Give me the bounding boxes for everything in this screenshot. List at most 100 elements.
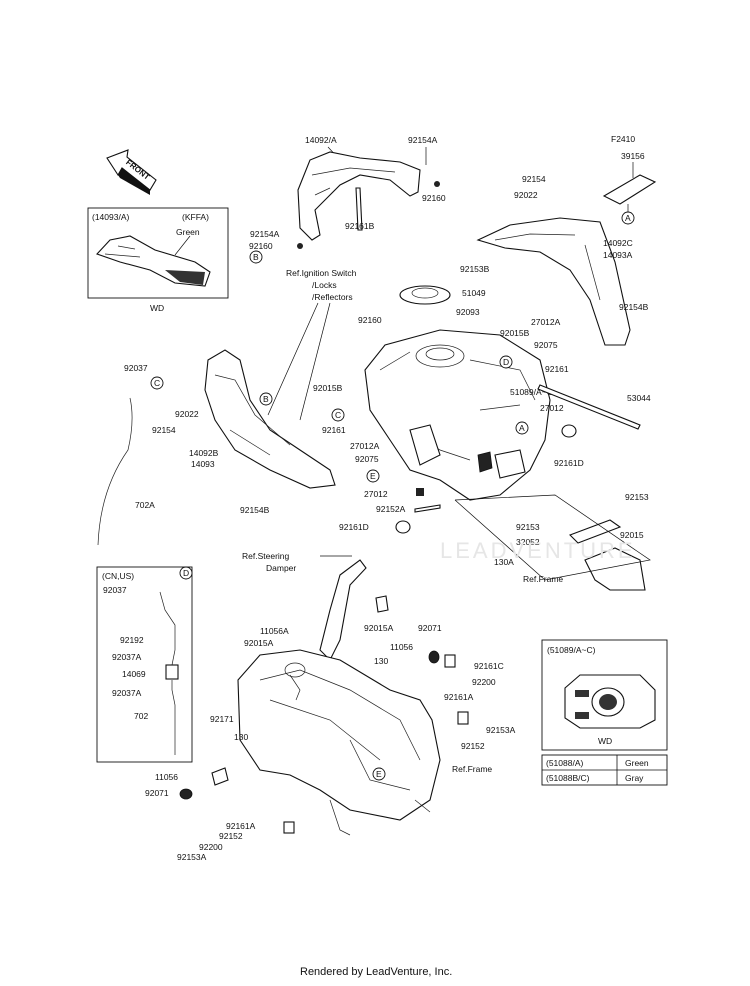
cover-14092b: [204, 349, 336, 489]
label-92154b-left: 92154B: [240, 505, 270, 515]
label-14092b: 14092B: [189, 448, 219, 458]
label-27012-mid: 27012: [364, 489, 388, 499]
label-92160-left: 92160: [249, 241, 273, 251]
label-92152a: 92152A: [376, 504, 406, 514]
label-92153-right: 92153: [625, 492, 649, 502]
label-92037: 92037: [124, 363, 148, 373]
callout-e-mid: E: [370, 471, 376, 481]
label-damper: Damper: [266, 563, 296, 573]
inset-cn-us: (CN,US) D 92037 92192 92037A 14069 92037…: [96, 566, 193, 763]
ref-frame-right: [584, 547, 646, 591]
label-92161b: 92161B: [345, 221, 375, 231]
label-27012-right: 27012: [540, 403, 564, 413]
color-table-color-0: Green: [625, 758, 649, 768]
label-92161a-right: 92161A: [444, 692, 474, 702]
label-92015b-left: 92015B: [313, 383, 343, 393]
footer-credit: Rendered by LeadVenture, Inc.: [300, 966, 452, 978]
inset-kffa-market: (KFFA): [182, 212, 209, 222]
label-11056-left: 11056: [155, 772, 178, 782]
inset-label-14069: 14069: [122, 669, 146, 679]
inset-label-702: 702: [134, 711, 148, 721]
inset-kffa-code: (14093/A): [92, 212, 129, 222]
label-11056a: 11056A: [260, 626, 289, 636]
cap-51049: [399, 285, 451, 305]
label-reflectors: /Reflectors: [312, 292, 353, 302]
label-14093a: 14093A: [603, 250, 633, 260]
label-92022-left: 92022: [175, 409, 199, 419]
inset-label-92037a-1: 92037A: [112, 652, 142, 662]
label-11056-mid: 11056: [390, 642, 413, 652]
cover-14092c: [476, 217, 631, 346]
steering-damper: [319, 559, 367, 661]
label-702a: 702A: [135, 500, 155, 510]
callout-e-frame: E: [376, 769, 382, 779]
callout-d-tank: D: [503, 357, 509, 367]
label-92015b-right: 92015B: [500, 328, 530, 338]
label-92153a-right: 92153A: [486, 725, 516, 735]
inset-kffa-suffix: WD: [150, 303, 164, 313]
label-92161c: 92161C: [474, 661, 504, 671]
label-32052: 32052: [516, 537, 540, 547]
tube-702a: [97, 397, 133, 546]
inset-cn-us-market: (CN,US): [102, 571, 134, 581]
label-92154a-left: 92154A: [250, 229, 280, 239]
label-92171: 92171: [210, 714, 234, 724]
label-92161d-left: 92161D: [339, 522, 369, 532]
color-table-part-0: (51088/A): [546, 758, 583, 768]
label-92154-right: 92154: [522, 174, 546, 184]
label-92093: 92093: [456, 307, 480, 317]
inset-label-92192: 92192: [120, 635, 144, 645]
label-ref-steering: Ref.Steering: [242, 551, 290, 561]
watermark: LEADVENTURE: [440, 538, 636, 563]
label-92071-left: 92071: [145, 788, 169, 798]
fuel-tank: [364, 329, 551, 501]
label-130-left: 130: [234, 732, 248, 742]
label-92152-right: 92152: [461, 741, 485, 751]
callout-b-top: B: [253, 252, 259, 262]
label-locks: /Locks: [312, 280, 337, 290]
front-arrow-icon: FRONT: [106, 149, 157, 195]
label-92200-left: 92200: [199, 842, 223, 852]
label-92154a-top: 92154A: [408, 135, 438, 145]
label-92161-mid: 92161: [322, 425, 346, 435]
label-51049: 51049: [462, 288, 486, 298]
label-92152-left: 92152: [219, 831, 243, 841]
label-92154-left: 92154: [152, 425, 176, 435]
label-92160-top: 92160: [422, 193, 446, 203]
inset-kffa: (14093/A) (KFFA) Green WD: [87, 207, 229, 313]
label-130-mid: 130: [374, 656, 388, 666]
label-92022-right: 92022: [514, 190, 538, 200]
label-ref-frame-right: Ref.Frame: [523, 574, 563, 584]
label-ref-frame-main: Ref.Frame: [452, 764, 492, 774]
decal-39156: [602, 174, 657, 205]
inset-kffa-color: Green: [176, 227, 200, 237]
label-92075-mid: 92075: [355, 454, 379, 464]
rod-53044: [537, 384, 641, 430]
callout-c-left: C: [154, 378, 160, 388]
label-92161-right: 92161: [545, 364, 569, 374]
label-14092c: 14092C: [603, 238, 633, 248]
callout-a-tank: A: [519, 423, 525, 433]
inset-cn-us-callout: D: [183, 568, 189, 578]
label-92153-mid: 92153: [516, 522, 540, 532]
label-92153b: 92153B: [460, 264, 490, 274]
callout-b-left: B: [263, 394, 269, 404]
label-92200-right: 92200: [472, 677, 496, 687]
color-table-color-1: Gray: [625, 773, 644, 783]
label-92160-mid: 92160: [358, 315, 382, 325]
label-ref-ignition: Ref.Ignition Switch: [286, 268, 357, 278]
label-53044: 53044: [627, 393, 651, 403]
label-92075-right: 92075: [534, 340, 558, 350]
label-14092-a: 14092/A: [305, 135, 337, 145]
figure-id: F2410: [611, 134, 635, 144]
inset-label-92037a-2: 92037A: [112, 688, 142, 698]
label-27012a-mid: 27012A: [350, 441, 380, 451]
label-14093: 14093: [191, 459, 215, 469]
label-92015a-left: 92015A: [244, 638, 274, 648]
label-51089: 51089/A~C: [510, 387, 553, 397]
inset-51089-suffix: WD: [598, 736, 612, 746]
inset-label-92037: 92037: [103, 585, 127, 595]
callout-c-mid: C: [335, 410, 341, 420]
